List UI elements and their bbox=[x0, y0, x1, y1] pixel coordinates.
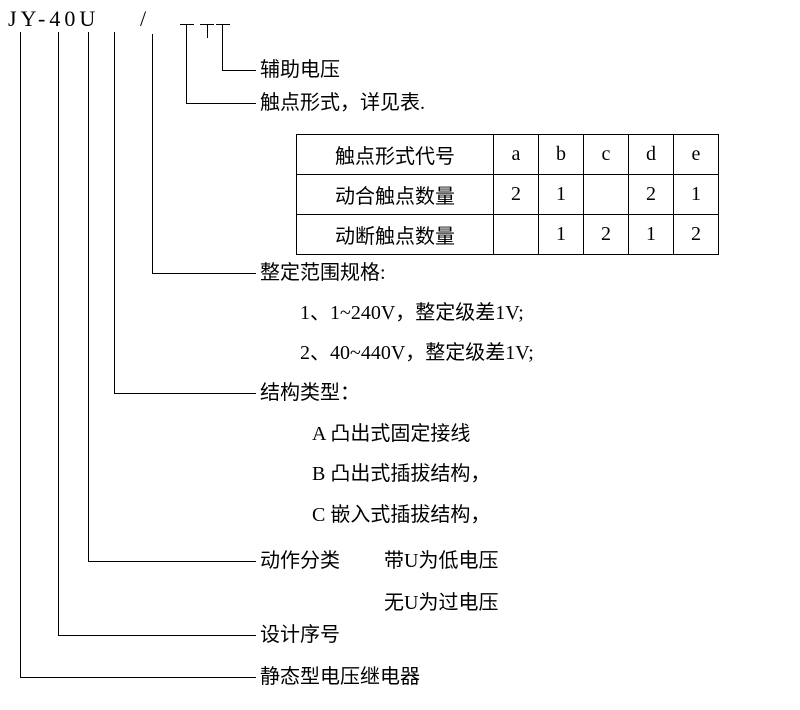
leader-action-class-vline bbox=[88, 32, 89, 562]
leader-product-type-vline bbox=[20, 32, 21, 678]
table-cell: 2 bbox=[493, 174, 539, 215]
leader-setting-range-vline bbox=[152, 34, 153, 274]
auxiliary-voltage-label: 辅助电压 bbox=[260, 59, 340, 81]
leader-action-class-hline bbox=[88, 561, 256, 562]
model-separator: / bbox=[140, 6, 147, 31]
leader-design-serial-vline bbox=[58, 32, 59, 636]
table-cell bbox=[583, 174, 629, 215]
product-type-label: 静态型电压继电器 bbox=[260, 666, 420, 688]
structure-type-title: 结构类型： bbox=[260, 382, 360, 404]
table-cell: 2 bbox=[673, 214, 719, 255]
table-row: 触点形式代号 a b c d e bbox=[296, 134, 719, 175]
table-cell: c bbox=[583, 134, 629, 175]
table-cell: a bbox=[493, 134, 539, 175]
table-row: 动断触点数量 1 2 1 2 bbox=[296, 214, 719, 255]
placeholder-tick bbox=[180, 24, 194, 25]
placeholder-tick bbox=[216, 24, 230, 25]
model-code: JY-40U bbox=[8, 6, 100, 31]
leader-product-type-hline bbox=[20, 677, 256, 678]
structure-type-item: C 嵌入式插拔结构， bbox=[312, 504, 491, 526]
action-class-title: 动作分类 bbox=[260, 550, 340, 572]
table-cell: 触点形式代号 bbox=[296, 134, 494, 175]
leader-setting-range-hline bbox=[152, 273, 256, 274]
leader-contact-form-hline bbox=[186, 103, 256, 104]
table-cell: 2 bbox=[628, 174, 674, 215]
table-cell: d bbox=[628, 134, 674, 175]
leader-auxiliary-voltage-vline bbox=[222, 24, 223, 71]
contact-form-table: 触点形式代号 a b c d e 动合触点数量 2 1 2 1 动断触点数量 1… bbox=[296, 134, 719, 255]
leader-structure-type-vline bbox=[114, 32, 115, 394]
leader-contact-form-vline bbox=[186, 24, 187, 104]
setting-range-item: 1、1~240V，整定级差1V; bbox=[300, 302, 524, 324]
table-cell bbox=[493, 214, 539, 255]
leader-auxiliary-voltage-hline bbox=[222, 70, 256, 71]
table-cell: 动断触点数量 bbox=[296, 214, 494, 255]
table-cell: b bbox=[538, 134, 584, 175]
setting-range-title: 整定范围规格: bbox=[260, 262, 386, 284]
table-cell: 1 bbox=[628, 214, 674, 255]
design-serial-label: 设计序号 bbox=[260, 624, 340, 646]
table-cell: 1 bbox=[673, 174, 719, 215]
table-cell: 1 bbox=[538, 214, 584, 255]
setting-range-item: 2、40~440V，整定级差1V; bbox=[300, 342, 534, 364]
table-cell: 1 bbox=[538, 174, 584, 215]
leader-design-serial-hline bbox=[58, 635, 256, 636]
table-cell: 动合触点数量 bbox=[296, 174, 494, 215]
table-cell: e bbox=[673, 134, 719, 175]
table-row: 动合触点数量 2 1 2 1 bbox=[296, 174, 719, 215]
structure-type-item: B 凸出式插拔结构， bbox=[312, 463, 491, 485]
leader-structure-type-hline bbox=[114, 393, 256, 394]
structure-type-item: A 凸出式固定接线 bbox=[312, 423, 471, 445]
contact-form-label: 触点形式，详见表. bbox=[260, 92, 425, 114]
placeholder-tick-stub bbox=[207, 24, 208, 38]
action-class-with-u: 带U为低电压 bbox=[384, 550, 499, 572]
table-cell: 2 bbox=[583, 214, 629, 255]
action-class-without-u: 无U为过电压 bbox=[384, 592, 499, 614]
